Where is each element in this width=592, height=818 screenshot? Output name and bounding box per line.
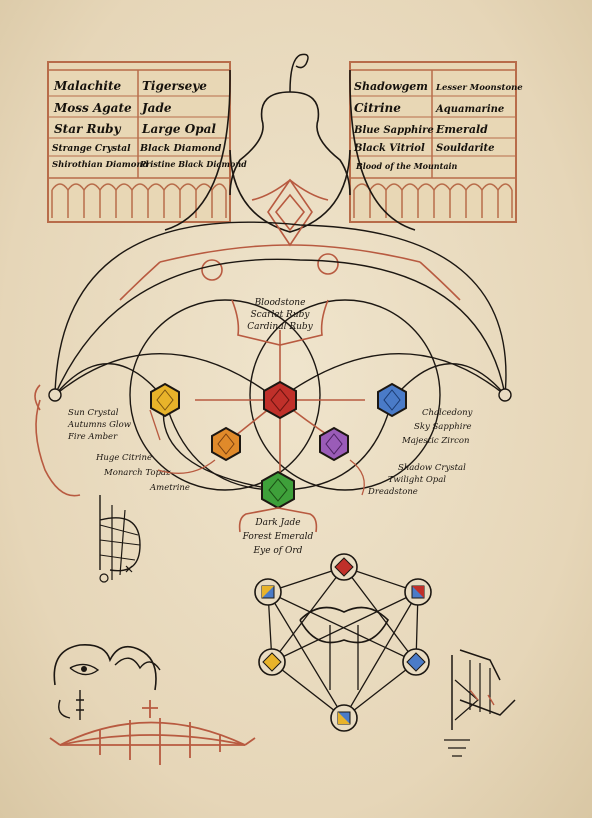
label-group-left-1: Sun Crystal Autumns Glow Fire Amber: [67, 408, 161, 442]
left-table-cell: Shirothian Diamond: [52, 160, 149, 170]
gem-blue-icon: [377, 382, 407, 418]
right-gem-table: Shadowgem Lesser Moonstone Citrine Aquam…: [349, 61, 523, 223]
left-table-cell: Black Diamond: [139, 143, 222, 154]
gem-label: Sky Sapphire: [414, 422, 472, 432]
dome-red-ornament: [119, 178, 461, 301]
right-table-cell: Blood of the Mountain: [355, 161, 458, 171]
right-table-cell: Souldarite: [436, 143, 494, 154]
left-table-cell: Jade: [140, 101, 172, 115]
compass-sketch: [99, 495, 141, 583]
gem-label: Twilight Opal: [388, 475, 446, 485]
label-group-left-2: Huge Citrine Monarch Topaz Ametrine: [95, 453, 216, 493]
right-table-cell: Blue Sapphire: [353, 125, 434, 136]
star-node-lower-right-icon: [402, 648, 430, 676]
right-table-cell: Lesser Moonstone: [435, 83, 523, 93]
right-table-cell: Citrine: [354, 101, 401, 115]
star-node-lower-left-icon: [258, 648, 286, 676]
label-group-right-2: Shadow Crystal Twilight Opal Dreadstone: [349, 459, 466, 497]
gem-label: Monarch Topaz: [103, 468, 171, 478]
gem-label: Shadow Crystal: [398, 463, 466, 473]
star-node-top-icon: [330, 553, 358, 581]
right-table-arches: [353, 183, 513, 218]
left-table-arches: [51, 183, 227, 218]
gem-label: Autumns Glow: [67, 420, 132, 430]
gem-green-icon: [261, 470, 295, 510]
gem-star-diagram: [254, 553, 432, 732]
right-table-cell: Aquamarine: [435, 104, 504, 115]
right-table-cell: Shadowgem: [354, 80, 428, 93]
red-arc-sketch: [49, 700, 256, 765]
left-table-cell: Pristine Black Diamond: [139, 159, 247, 169]
left-table-cell: Large Opal: [141, 122, 216, 136]
gem-label: Scarlet Ruby: [251, 310, 311, 320]
dome-structure: [119, 53, 461, 301]
gem-yellow-icon: [150, 382, 180, 418]
left-table-cell: Tigerseye: [142, 79, 207, 93]
gem-red-icon: [263, 380, 297, 420]
gem-label: Eye of Ord: [253, 546, 303, 556]
gem-label: Cardinal Ruby: [247, 322, 313, 332]
bottom-right-mechanism: [444, 649, 516, 757]
gem-label: Dreadstone: [367, 487, 418, 497]
gem-label: Forest Emerald: [242, 532, 314, 542]
star-node-upper-left-icon: [254, 578, 282, 606]
left-table-cell: Star Ruby: [54, 122, 122, 136]
gem-label: Dark Jade: [254, 518, 300, 528]
gem-purple-icon: [319, 426, 349, 462]
bottom-left-mechanism: [49, 643, 256, 765]
right-table-cell: Emerald: [435, 123, 488, 136]
left-table-cell: Strange Crystal: [52, 144, 131, 154]
label-group-top: Bloodstone Scarlet Ruby Cardinal Ruby: [231, 298, 329, 346]
gem-label: Bloodstone: [254, 298, 306, 308]
star-node-upper-right-icon: [404, 578, 432, 606]
gem-label: Sun Crystal: [68, 408, 119, 418]
left-table-cell: Malachite: [53, 79, 122, 93]
star-node-bottom-icon: [330, 704, 358, 732]
right-table-cell: Black Vitriol: [353, 143, 425, 154]
gem-hexagons: [150, 380, 407, 510]
gem-label: Majestic Zircon: [401, 436, 469, 446]
gem-label: Huge Citrine: [95, 453, 152, 463]
gem-label: Fire Amber: [67, 432, 118, 442]
label-group-bottom: Dark Jade Forest Emerald Eye of Ord: [238, 507, 318, 556]
left-gem-table: Malachite Tigerseye Moss Agate Jade Star…: [47, 61, 247, 223]
gem-label: Chalcedony: [422, 408, 473, 418]
label-group-right-1: Chalcedony Sky Sapphire Majestic Zircon: [401, 408, 473, 446]
left-table-cell: Moss Agate: [53, 101, 132, 115]
gem-label: Ametrine: [149, 483, 190, 493]
gem-orange-icon: [211, 426, 241, 462]
